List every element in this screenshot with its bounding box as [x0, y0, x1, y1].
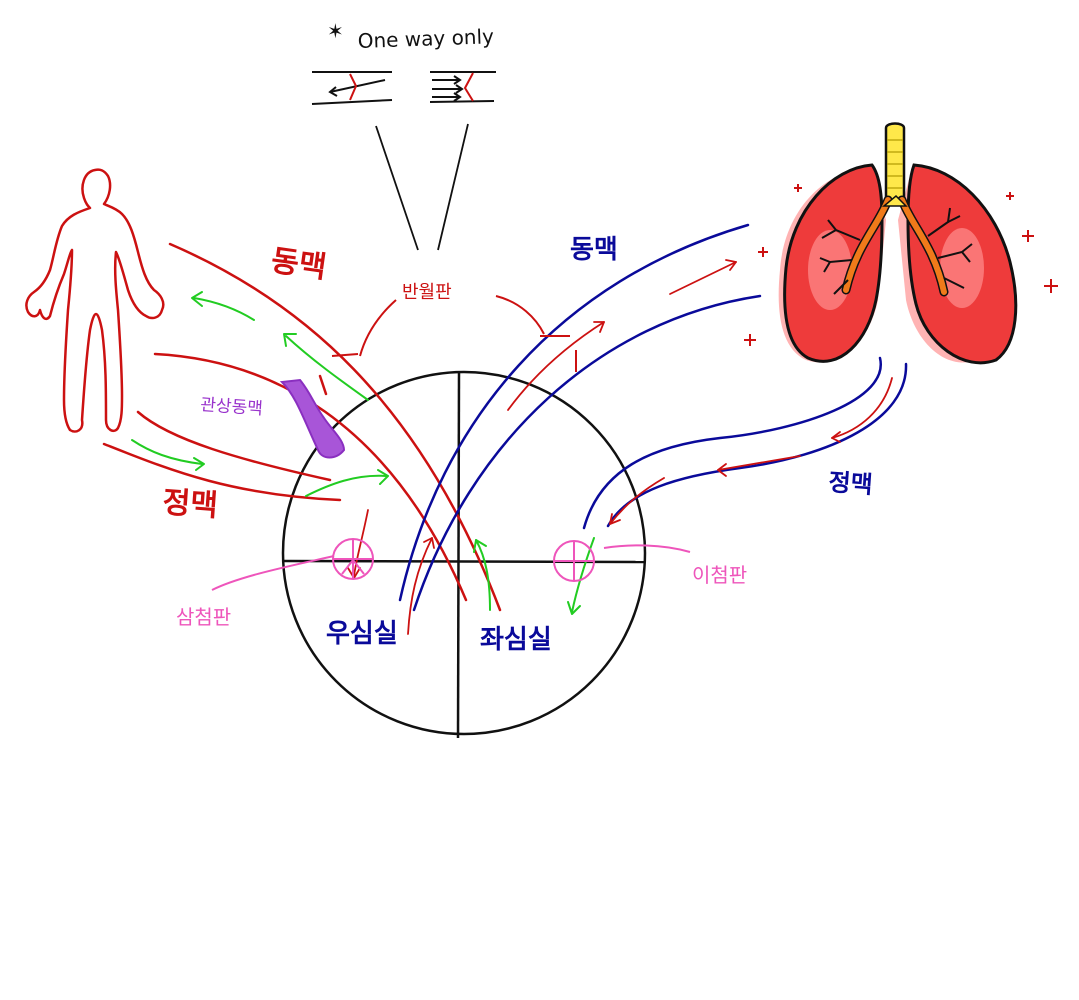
systemic-vessels [102, 242, 502, 612]
bronchi-branches [819, 207, 973, 295]
green-flow-arrows [131, 291, 595, 615]
label-body-vein: 정맥 [161, 485, 219, 524]
coronary-artery-shape [279, 378, 346, 459]
valve-open-sketch [429, 71, 496, 103]
label-lung-vein: 정맥 [828, 468, 874, 499]
label-semilunar-valve: 반월판 [402, 282, 452, 303]
label-lung-artery: 동맥 [570, 235, 618, 265]
label-right-ventricle: 우심실 [326, 619, 398, 649]
heart-diagram [281, 370, 647, 739]
valve-closed-flap [349, 73, 358, 101]
one-way-note: ✶ One way only [311, 19, 496, 251]
human-figure-icon [25, 168, 165, 433]
lungs-icon [744, 122, 1058, 365]
label-bicuspid-valve: 이첨판 [692, 563, 747, 587]
label-tricuspid-valve: 삼첨판 [176, 605, 231, 629]
valve-open-flap [463, 72, 474, 102]
valve-label-pointers [211, 544, 691, 591]
bicuspid-valve-symbol [553, 540, 595, 582]
note-pointer-lines [375, 123, 469, 251]
tricuspid-valve-symbol [332, 538, 374, 580]
label-coronary-artery: 관상동맥 [200, 395, 264, 419]
label-body-artery: 동맥 [269, 243, 329, 285]
valve-closed-sketch [311, 71, 393, 105]
pulmonary-vessels [398, 223, 908, 612]
label-left-ventricle: 좌심실 [480, 625, 552, 655]
semilunar-pointers [331, 295, 577, 372]
note-star: ✶ [327, 19, 344, 43]
lung-sparkles [744, 184, 1058, 346]
note-text: One way only [357, 24, 494, 53]
red-flow-arrows [347, 259, 893, 635]
